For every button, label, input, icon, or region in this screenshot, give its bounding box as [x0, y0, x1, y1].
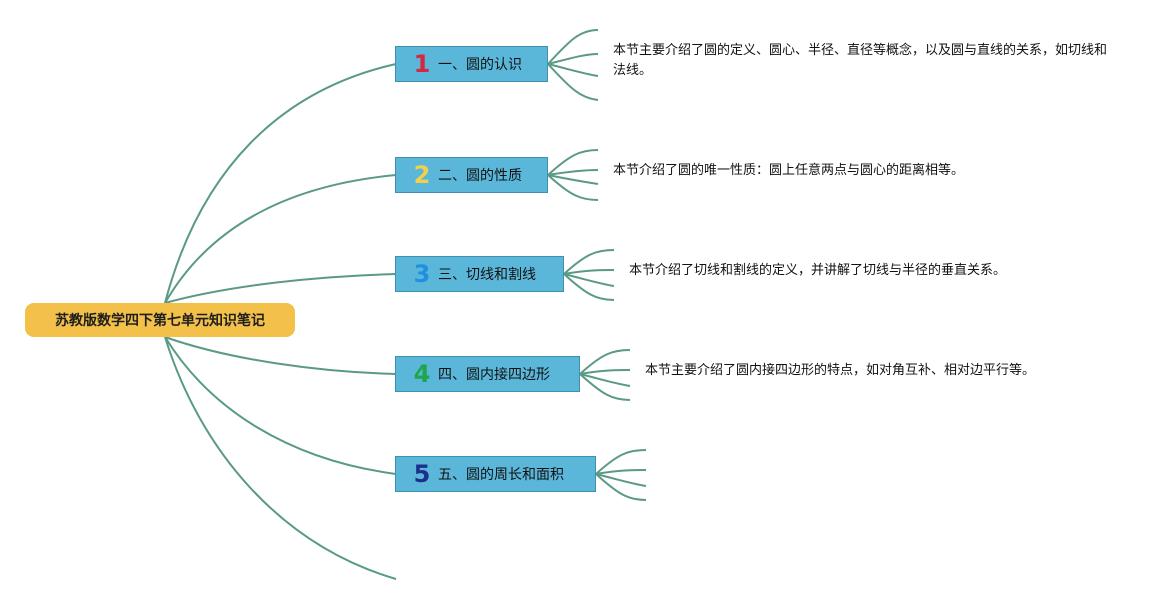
topic-label-1: 一、圆的认识	[438, 57, 522, 73]
fan-2-a	[547, 149, 599, 176]
fan-4-c	[579, 373, 631, 387]
topic-note-4: 本节主要介绍了圆内接四边形的特点，如对角互补、相对边平行等。	[645, 363, 1036, 378]
fan-2-b	[547, 169, 599, 176]
topic-1[interactable]: 1 一、圆的认识	[395, 46, 548, 82]
topic-label-4: 四、圆内接四边形	[438, 367, 550, 383]
root-connector-6	[164, 336, 397, 580]
fan-5-a	[595, 449, 647, 475]
number-2-icon: 2	[413, 161, 431, 189]
fan-4-d	[579, 373, 631, 401]
topic-note-3: 本节介绍了切线和割线的定义，并讲解了切线与半径的垂直关系。	[629, 263, 1007, 278]
topic-label-2: 二、圆的性质	[438, 168, 522, 184]
number-4-icon: 4	[413, 360, 431, 388]
root-title: 苏教版数学四下第七单元知识笔记	[55, 313, 265, 329]
fan-1-a	[547, 29, 599, 65]
topic-2[interactable]: 2 二、圆的性质	[395, 157, 548, 193]
topic-note-2: 本节介绍了圆的唯一性质：圆上任意两点与圆心的距离相等。	[613, 163, 965, 178]
fan-4-a	[579, 349, 631, 375]
fan-1-b	[547, 53, 599, 65]
root-connector-5	[164, 336, 397, 475]
root-connector-2	[164, 174, 397, 304]
fan-5-d	[595, 473, 647, 501]
topic-label-5: 五、圆的周长和面积	[438, 467, 564, 483]
number-1-icon: 1	[413, 50, 431, 78]
fan-1-d	[547, 63, 599, 101]
fan-2-c	[547, 174, 599, 185]
fan-1-c	[547, 63, 599, 77]
root-connector-3	[164, 273, 397, 304]
number-5-icon: 5	[413, 460, 431, 488]
root-connector-1	[164, 63, 397, 304]
root-connector-4	[164, 336, 397, 375]
fan-3-d	[563, 273, 615, 301]
topic-note-1: 本节主要介绍了圆的定义、圆心、半径、直径等概念，以及圆与直线的关系，如切线和法线…	[613, 43, 1108, 78]
fan-5-c	[595, 473, 647, 487]
fan-3-a	[563, 249, 615, 275]
root-topic[interactable]: 苏教版数学四下第七单元知识笔记	[25, 303, 295, 337]
fan-3-b	[563, 269, 615, 275]
topic-5[interactable]: 5 五、圆的周长和面积	[395, 456, 596, 492]
fan-5-b	[595, 469, 647, 475]
topic-3[interactable]: 3 三、切线和割线	[395, 256, 564, 292]
fan-4-b	[579, 369, 631, 375]
number-3-icon: 3	[413, 260, 431, 288]
topic-4[interactable]: 4 四、圆内接四边形	[395, 356, 580, 392]
fan-2-d	[547, 174, 599, 201]
topic-label-3: 三、切线和割线	[438, 267, 536, 283]
fan-3-c	[563, 273, 615, 287]
